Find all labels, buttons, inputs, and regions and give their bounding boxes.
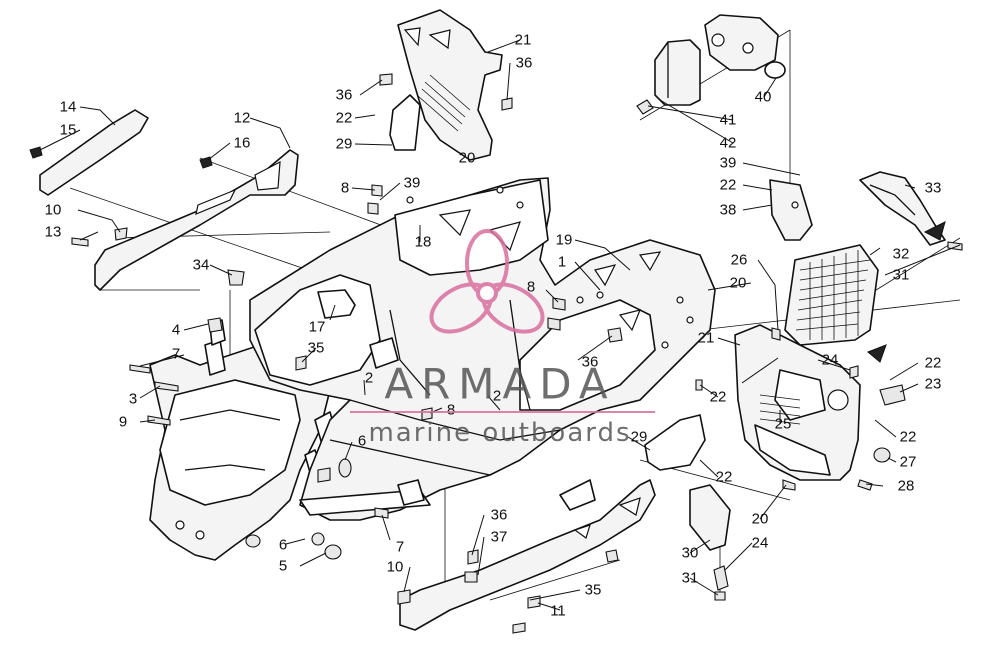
callout-27: 27 bbox=[900, 454, 917, 471]
callout-7: 7 bbox=[172, 346, 180, 363]
propeller-hub bbox=[476, 282, 498, 304]
watermark: ARMADA marine outboards bbox=[350, 229, 655, 448]
fasteners bbox=[29, 73, 963, 634]
callout-22: 22 bbox=[900, 429, 917, 446]
callout-3: 3 bbox=[129, 391, 137, 408]
callout-5: 5 bbox=[279, 558, 287, 575]
callout-38: 38 bbox=[720, 202, 737, 219]
callout-10: 10 bbox=[387, 559, 404, 576]
mount-bracket bbox=[769, 179, 813, 241]
callout-24: 24 bbox=[752, 535, 769, 552]
watermark-brand: ARMADA bbox=[384, 360, 615, 409]
callout-36: 36 bbox=[336, 87, 353, 104]
callout-11: 11 bbox=[550, 603, 566, 620]
steering-column-bracket bbox=[389, 9, 503, 161]
callout-42: 42 bbox=[720, 135, 737, 152]
callout-10: 10 bbox=[45, 202, 62, 219]
callout-8: 8 bbox=[527, 279, 535, 296]
callout-26: 26 bbox=[731, 252, 748, 269]
callout-33: 33 bbox=[925, 180, 942, 197]
callout-31: 31 bbox=[893, 267, 910, 284]
callout-9: 9 bbox=[119, 414, 127, 431]
front-cross-member bbox=[94, 149, 299, 291]
callout-22: 22 bbox=[716, 469, 733, 486]
callout-8: 8 bbox=[341, 180, 349, 197]
callout-30: 30 bbox=[682, 545, 699, 562]
callout-36: 36 bbox=[516, 55, 533, 72]
watermark-tagline: marine outboards bbox=[368, 418, 631, 448]
callout-labels: 1 2 2 3 4 5 6 6 7 7 8 8 8 9 10 10 11 12 … bbox=[45, 32, 942, 620]
bracket-vent-slots bbox=[417, 74, 471, 132]
callout-8: 8 bbox=[447, 402, 455, 419]
callout-32: 32 bbox=[893, 246, 910, 263]
callout-41: 41 bbox=[720, 112, 737, 129]
callout-19: 19 bbox=[556, 232, 573, 249]
callout-20: 20 bbox=[730, 275, 747, 292]
callout-25: 25 bbox=[775, 416, 792, 433]
callout-35: 35 bbox=[308, 340, 325, 357]
callout-24: 24 bbox=[822, 352, 839, 369]
grab-strap bbox=[39, 109, 149, 196]
direction-arrows bbox=[867, 221, 946, 363]
lower-bracket bbox=[689, 484, 731, 551]
callout-22: 22 bbox=[336, 110, 353, 127]
callout-36: 36 bbox=[491, 507, 508, 524]
radiator-grille bbox=[784, 244, 879, 346]
callout-37: 37 bbox=[491, 529, 508, 546]
running-board-rail bbox=[399, 479, 656, 631]
callout-22: 22 bbox=[925, 355, 942, 372]
callout-35: 35 bbox=[585, 582, 602, 599]
callout-39: 39 bbox=[404, 175, 421, 192]
callout-34: 34 bbox=[193, 257, 210, 274]
arrow-marker-icon bbox=[923, 221, 946, 241]
callout-36: 36 bbox=[582, 354, 599, 371]
leader-lines bbox=[39, 39, 961, 611]
callout-17: 17 bbox=[309, 319, 326, 336]
callout-39: 39 bbox=[720, 155, 737, 172]
callout-40: 40 bbox=[755, 89, 772, 106]
callout-29: 29 bbox=[631, 429, 648, 446]
callout-22: 22 bbox=[720, 177, 737, 194]
callout-16: 16 bbox=[234, 135, 251, 152]
callout-21: 21 bbox=[515, 32, 532, 49]
callout-15: 15 bbox=[60, 122, 77, 139]
callout-13: 13 bbox=[45, 224, 62, 241]
callout-29: 29 bbox=[336, 136, 353, 153]
callout-18: 18 bbox=[415, 234, 432, 251]
callout-20: 20 bbox=[752, 511, 769, 528]
callout-6: 6 bbox=[358, 433, 366, 450]
callout-21: 21 bbox=[698, 330, 715, 347]
callout-7: 7 bbox=[396, 539, 404, 556]
grille-mesh bbox=[795, 250, 871, 340]
callout-31: 31 bbox=[682, 570, 699, 587]
callout-2: 2 bbox=[365, 370, 373, 387]
callout-22: 22 bbox=[710, 389, 727, 406]
callout-28: 28 bbox=[898, 478, 915, 495]
callout-1: 1 bbox=[558, 254, 566, 271]
callout-14: 14 bbox=[60, 99, 77, 116]
center-chassis-frame bbox=[249, 177, 716, 521]
regulator-module bbox=[636, 14, 786, 115]
propeller-logo-icon bbox=[429, 229, 545, 334]
callout-23: 23 bbox=[925, 376, 942, 393]
arrow-marker-icon bbox=[867, 344, 887, 363]
callout-6: 6 bbox=[279, 537, 287, 554]
callout-20: 20 bbox=[459, 150, 476, 167]
callout-12: 12 bbox=[234, 110, 251, 127]
callout-4: 4 bbox=[172, 322, 180, 339]
callout-2: 2 bbox=[493, 388, 501, 405]
